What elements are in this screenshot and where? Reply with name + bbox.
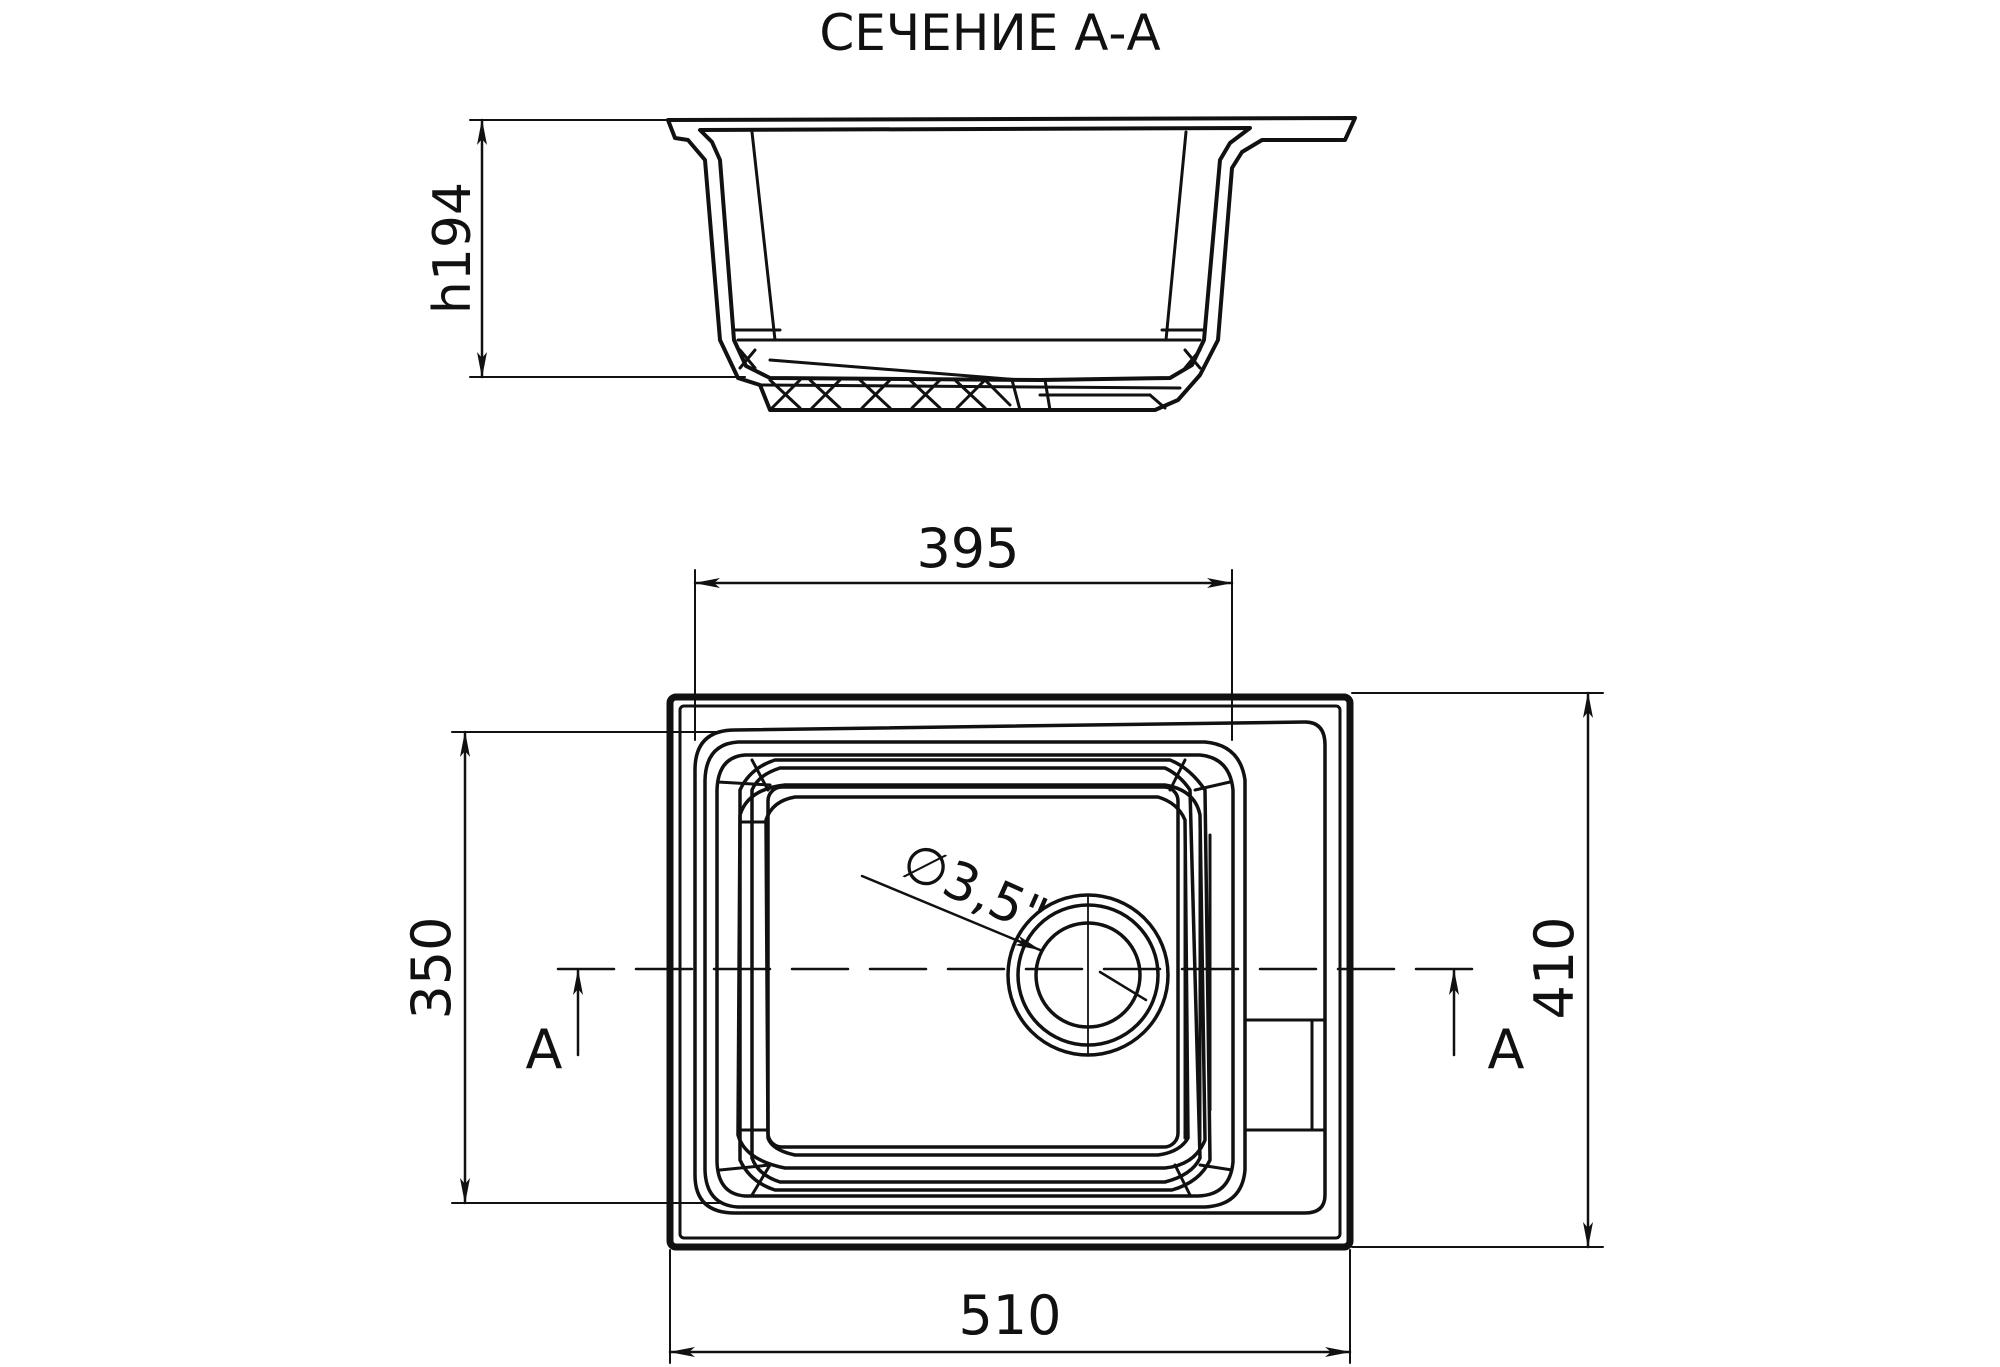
height-dimension: h194 — [423, 118, 746, 379]
section-mark-right: А — [1488, 1018, 1525, 1081]
overall-depth-dimension: 410 — [1351, 691, 1604, 1249]
overall-depth-label: 410 — [1523, 916, 1586, 1019]
drain-outlet: ∅3,5" — [860, 831, 1170, 1057]
sink-plan-view — [666, 693, 1354, 1251]
section-mark-left: А — [526, 1018, 563, 1081]
overall-width-label: 510 — [958, 1284, 1061, 1347]
bowl-depth-dimension: 350 — [400, 730, 721, 1205]
section-hatching — [738, 348, 1202, 410]
overall-width-dimension: 510 — [668, 1249, 1352, 1364]
sink-section-profile — [666, 116, 1357, 412]
section-line-a-a: А А — [526, 967, 1525, 1081]
height-dimension-label: h194 — [423, 182, 483, 314]
section-title: СЕЧЕНИЕ А-А — [819, 4, 1160, 62]
bowl-depth-label: 350 — [400, 916, 463, 1019]
bowl-width-dimension: 395 — [693, 517, 1234, 741]
drain-diameter-label: ∅3,5" — [893, 831, 1056, 948]
bowl-width-label: 395 — [916, 517, 1019, 580]
